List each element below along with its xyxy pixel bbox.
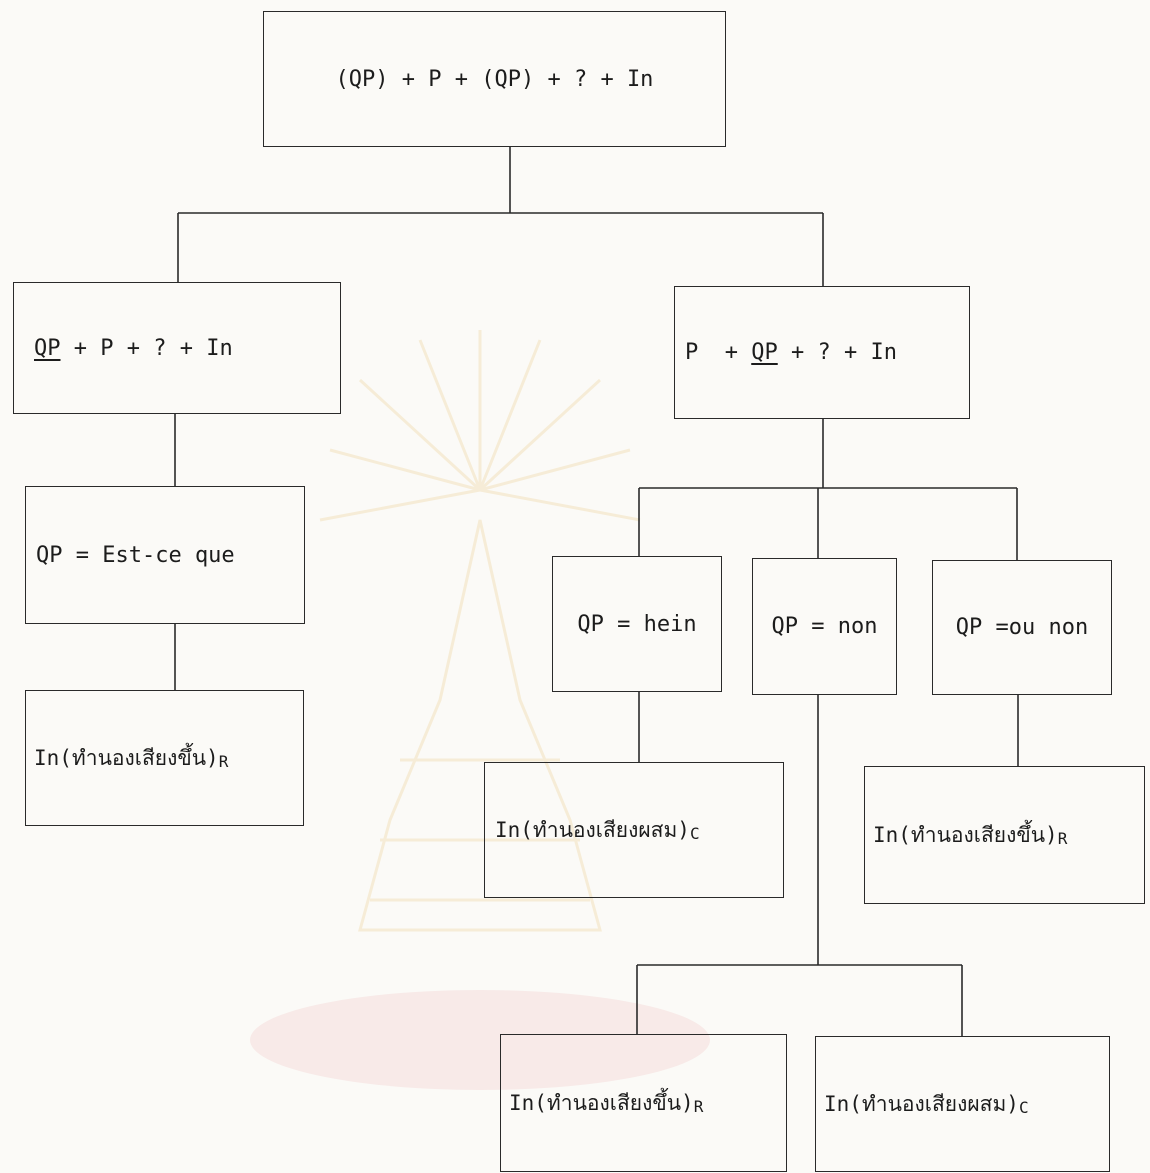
non-outcome-mixed-code: C: [1018, 1097, 1029, 1117]
root-node: (QP) + P + (QP) + ? + In: [263, 11, 726, 147]
hein-intonation-code: C: [689, 823, 700, 843]
non-outcome-mixed-node: In(ทำนองเสียงผสม)C: [815, 1036, 1110, 1172]
non-node: QP = non: [752, 558, 897, 695]
non-outcome-rising-code: R: [693, 1096, 704, 1116]
ou-non-intonation-node: In(ทำนองเสียงขึ้น)R: [864, 766, 1145, 904]
left-intonation-code: R: [218, 751, 229, 771]
right-structure-rest: + ? + In: [777, 340, 897, 365]
ou-non-label: QP =ou non: [955, 615, 1089, 640]
left-structure-qp: QP: [34, 335, 61, 361]
ou-non-intonation-text: In(ทำนองเสียงขึ้น): [873, 822, 1058, 847]
hein-node: QP = hein: [552, 556, 722, 692]
root-label: (QP) + P + (QP) + ? + In: [335, 66, 654, 92]
right-structure-node: P + QP + ? + In: [674, 286, 970, 419]
left-structure-node: QP + P + ? + In: [13, 282, 341, 414]
left-structure-rest: + P + ? + In: [60, 335, 233, 361]
sunburst-rays: [319, 330, 641, 522]
non-outcome-rising-text: In(ทำนองเสียงขึ้น): [509, 1090, 694, 1115]
left-intonation-text: In(ทำนองเสียงขึ้น): [34, 745, 219, 770]
non-outcome-rising-node: In(ทำนองเสียงขึ้น)R: [500, 1034, 787, 1172]
hein-label: QP = hein: [577, 611, 697, 637]
ou-non-node: QP =ou non: [932, 560, 1112, 695]
ou-non-intonation-code: R: [1057, 828, 1068, 848]
right-structure-prefix: P +: [685, 340, 752, 365]
hein-intonation-text: In(ทำนองเสียงผสม): [495, 817, 690, 842]
left-intonation-node: In(ทำนองเสียงขึ้น)R: [25, 690, 304, 826]
non-outcome-mixed-text: In(ทำนองเสียงผสม): [824, 1091, 1019, 1116]
est-ce-que-label: QP = Est-ce que: [36, 542, 235, 568]
hein-intonation-node: In(ทำนองเสียงผสม)C: [484, 762, 784, 898]
non-label: QP = non: [771, 614, 878, 639]
est-ce-que-node: QP = Est-ce que: [25, 486, 305, 624]
right-structure-qp: QP: [751, 340, 778, 365]
